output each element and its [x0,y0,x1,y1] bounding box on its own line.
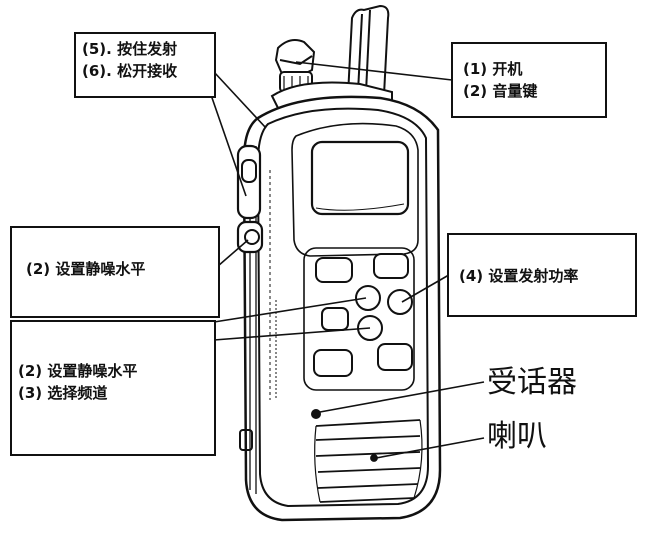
power-on-label: (1) 开机 [463,60,523,78]
microphone-label: 受话器 [487,365,577,400]
tx-power-label: (4) 设置发射功率 [459,267,579,285]
channel-label-box: (2) 设置静噪水平 (3) 选择频道 [10,320,216,456]
tx-power-label-box: (4) 设置发射功率 [447,233,637,317]
ptt-label-box: (5). 按住发射 (6). 松开接收 [74,32,216,98]
leader-squelch [217,239,249,267]
squelch-label-box: (2) 设置静噪水平 [10,226,220,318]
microphone-hole [311,409,321,419]
power-volume-label-box: (1) 开机 (2) 音量键 [451,42,607,118]
leader-channel-a [213,297,367,323]
leader-speaker [375,437,485,459]
leader-channel-b [213,327,371,341]
volume-key-label: (2) 音量键 [463,82,538,100]
speaker-grille [314,419,423,503]
antenna [346,4,390,96]
lcd-display [310,140,410,216]
leader-ptt-b [209,91,247,197]
leader-power [295,61,453,81]
speaker-label: 喇叭 [487,419,547,454]
leader-ptt-a [213,71,267,129]
leader-txpower [401,271,455,303]
squelch-label: (2) 设置静噪水平 [26,260,146,278]
channel-select-label: (3) 选择频道 [18,384,108,402]
keypad [313,253,413,377]
ptt-side-buttons [236,144,264,254]
ptt-press-label: (5). 按住发射 [82,40,178,58]
ptt-release-label: (6). 松开接收 [82,62,178,80]
leader-microphone [319,381,485,413]
channel-squelch-label: (2) 设置静噪水平 [18,362,138,380]
